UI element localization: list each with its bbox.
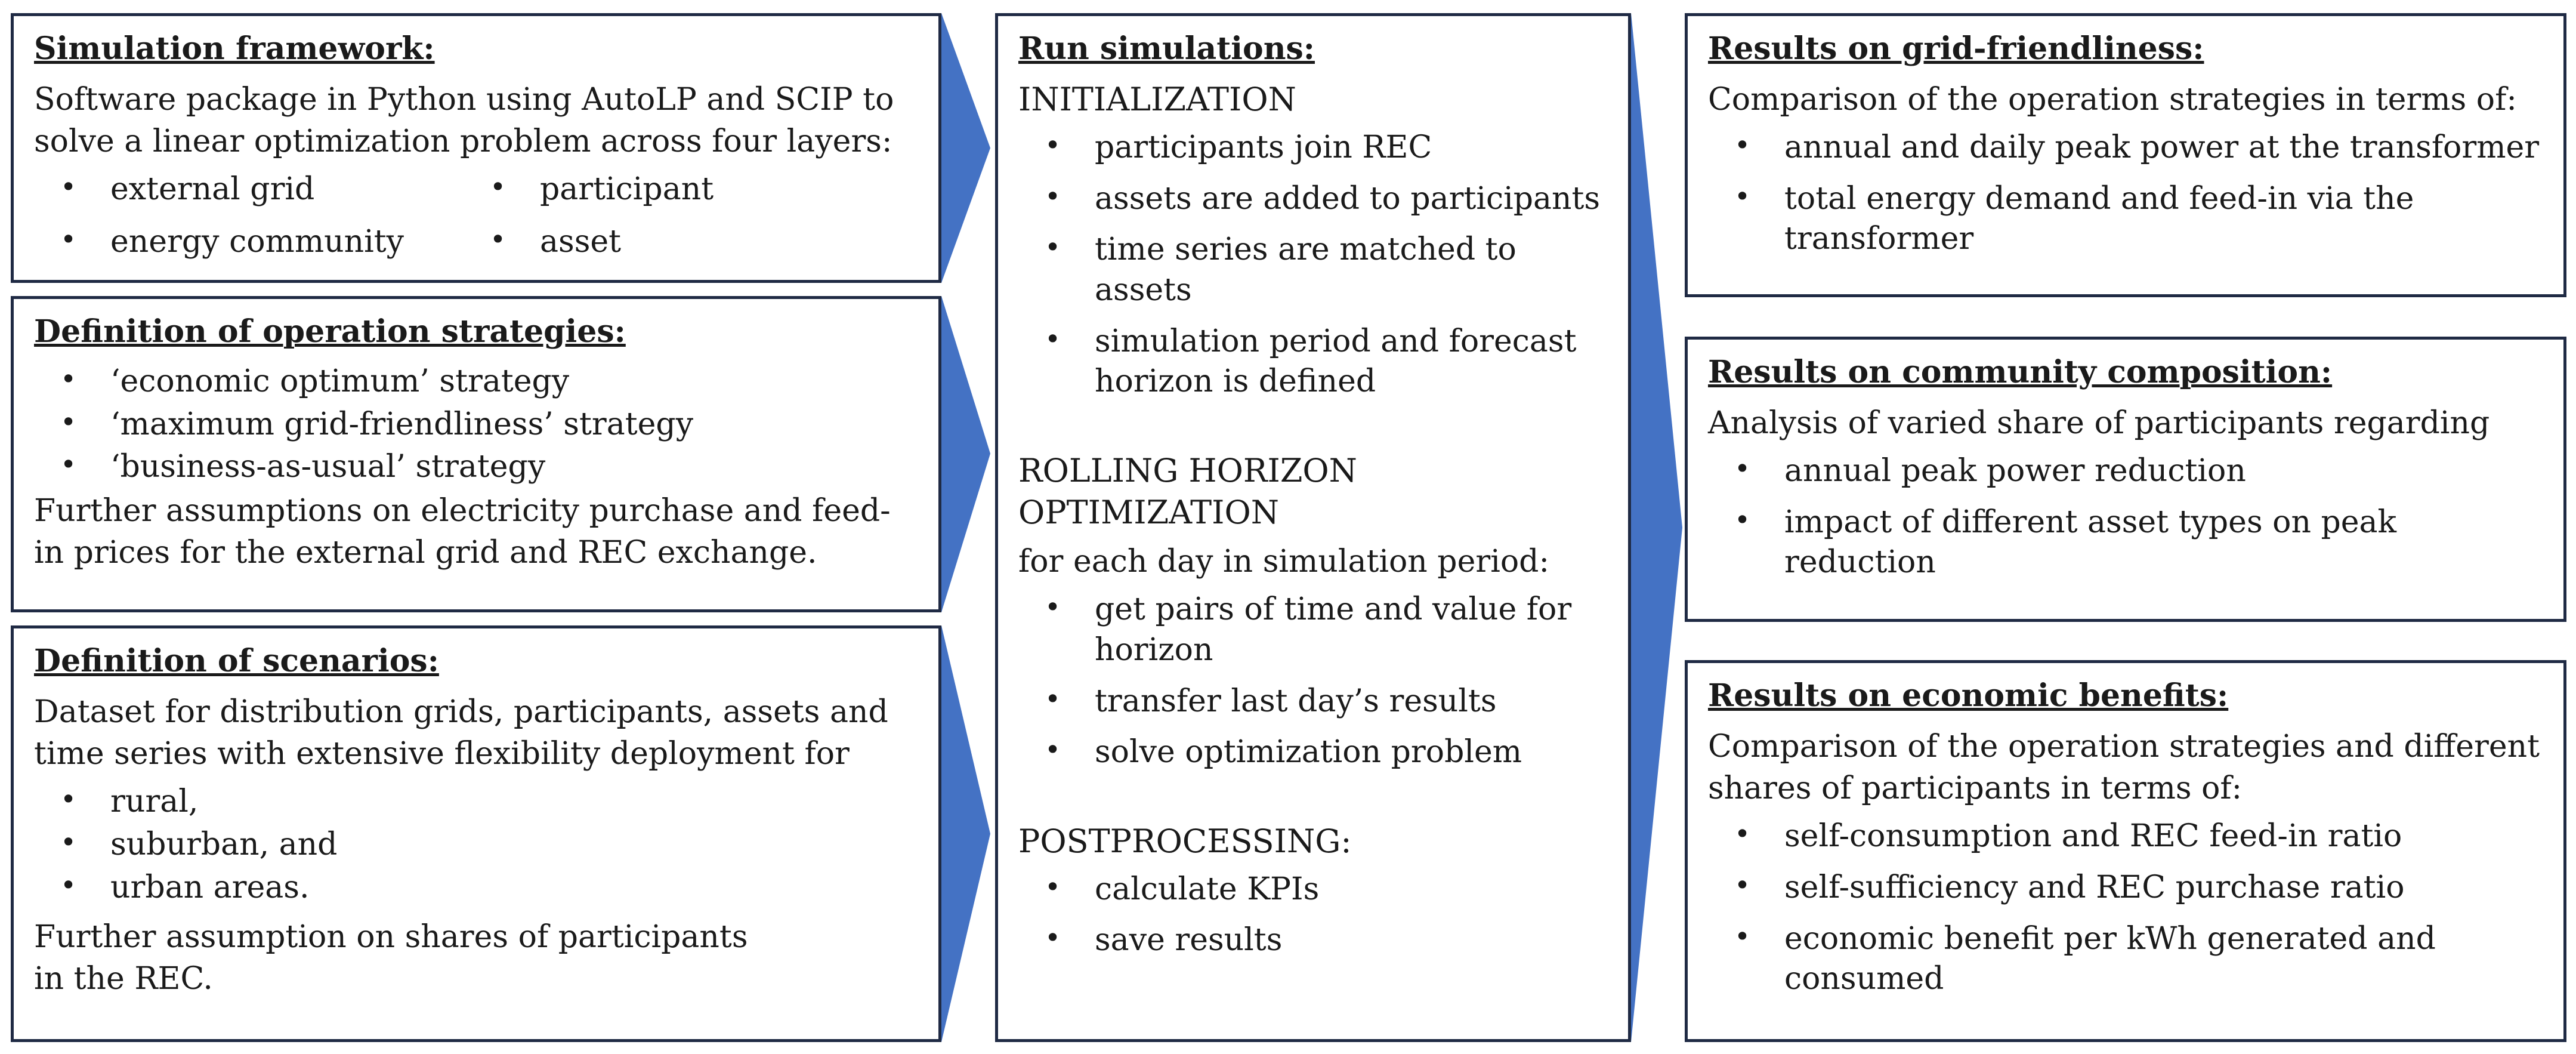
framework-heading: Simulation framework: [34,30,435,67]
arrow-framework-to-run [941,13,990,283]
framework-text: Software package in Python using AutoLP … [34,82,894,160]
grid-friendliness-box: Results on grid-friendliness: Comparison… [1685,13,2566,297]
area-item: suburban, and [34,825,918,865]
scenarios-heading: Definition of scenarios: [34,643,439,679]
strategies-note: Further assumptions on electricity purch… [34,492,891,571]
economic-benefits-box: Results on economic benefits: Comparison… [1685,660,2566,1042]
run-simulations-box: Run simulations: INITIALIZATION particip… [995,13,1631,1042]
initialization-item: assets are added to participants [1018,179,1608,220]
strategy-item: ‘maximum grid-friendliness’ strategy [34,405,918,445]
community-list: annual peak power reduction impact of di… [1708,451,2543,583]
rolling-horizon-item: transfer last day’s results [1018,682,1608,722]
economic-item: self-consumption and REC feed-in ratio [1708,816,2543,857]
arrow-strategies-to-run [941,296,990,612]
economic-text: Comparison of the operation strategies a… [1708,729,2540,807]
community-heading: Results on community composition: [1708,354,2333,390]
grid-item: total energy demand and feed-in via the … [1708,179,2543,260]
economic-heading: Results on economic benefits: [1708,677,2229,714]
layer-list: external grid participant energy communi… [34,169,918,273]
scenarios-box: Definition of scenarios: Dataset for dis… [11,625,941,1042]
simulation-framework-box: Simulation framework: Software package i… [11,13,941,283]
initialization-item: participants join REC [1018,128,1608,168]
postprocessing-title: POSTPROCESSING: [1018,822,1352,860]
grid-heading: Results on grid-friendliness: [1708,30,2204,67]
postprocessing-item: save results [1018,920,1608,961]
initialization-title: INITIALIZATION [1018,81,1296,118]
strategy-list: ‘economic optimum’ strategy ‘maximum gri… [34,362,918,488]
initialization-item: simulation period and forecast horizon i… [1018,322,1608,402]
community-text: Analysis of varied share of participants… [1708,405,2490,441]
rolling-horizon-item: solve optimization problem [1018,732,1608,773]
layer-item: participant [464,169,918,210]
arrow-scenarios-to-run [941,625,990,1042]
scenarios-text: Dataset for distribution grids, particip… [34,694,888,772]
postprocessing-list: calculate KPIs save results [1018,870,1608,961]
rolling-horizon-text: for each day in simulation period: [1018,544,1549,580]
strategy-item: ‘economic optimum’ strategy [34,362,918,402]
grid-item: annual and daily peak power at the trans… [1708,128,2543,168]
area-list: rural, suburban, and urban areas. [34,782,918,908]
rolling-horizon-item: get pairs of time and value for horizon [1018,590,1608,670]
strategy-item: ‘business-as-usual’ strategy [34,447,918,488]
economic-list: self-consumption and REC feed-in ratio s… [1708,816,2543,999]
area-item: urban areas. [34,868,918,908]
rolling-horizon-title: ROLLING HORIZON OPTIMIZATION [1018,451,1357,531]
community-composition-box: Results on community composition: Analys… [1685,337,2566,622]
run-heading: Run simulations: [1018,30,1315,67]
community-item: annual peak power reduction [1708,451,2543,492]
layer-item: external grid [34,169,464,210]
postprocessing-item: calculate KPIs [1018,870,1608,910]
area-item: rural, [34,782,918,822]
economic-item: self-sufficiency and REC purchase ratio [1708,868,2543,908]
scenarios-note: Further assumption on shares of particip… [34,919,748,997]
initialization-list: participants join REC assets are added t… [1018,128,1608,402]
operation-strategies-box: Definition of operation strategies: ‘eco… [11,296,941,612]
rolling-horizon-list: get pairs of time and value for horizon … [1018,590,1608,772]
grid-list: annual and daily peak power at the trans… [1708,128,2543,260]
arrow-run-to-results [1631,13,1682,1042]
initialization-item: time series are matched to assets [1018,230,1608,310]
economic-item: economic benefit per kWh generated and c… [1708,919,2543,1000]
community-item: impact of different asset types on peak … [1708,503,2543,583]
grid-text: Comparison of the operation strategies i… [1708,82,2517,118]
strategies-heading: Definition of operation strategies: [34,313,626,350]
layer-item: energy community [34,222,464,263]
layer-item: asset [464,222,918,263]
